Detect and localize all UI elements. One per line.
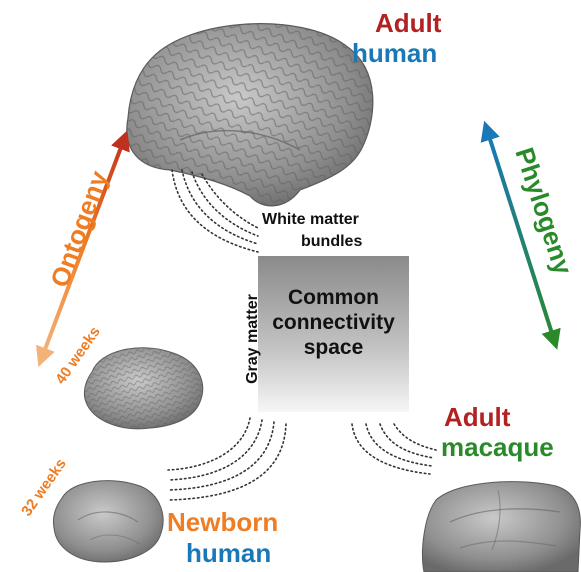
newborn-human-label-line-1: Newborn: [167, 509, 278, 535]
adult-human-label-line-2: human: [352, 40, 437, 66]
white-matter-label-line-1: White matter: [262, 212, 359, 228]
white-matter-label-line-2: bundles: [301, 234, 362, 250]
adult-human-label-line-1: Adult: [375, 10, 441, 36]
adult-macaque-label-line-1: Adult: [444, 404, 510, 430]
newborn-human-label-line-2: human: [186, 540, 271, 566]
common-space-line-2: connectivity: [258, 311, 409, 336]
newborn-32-weeks-brain: [53, 481, 163, 562]
dotted-bundles-macaque: [352, 424, 436, 474]
adult-human-brain: [127, 24, 373, 206]
common-connectivity-space-box: Common connectivity space: [258, 256, 409, 412]
common-space-line-3: space: [258, 336, 409, 361]
common-space-line-1: Common: [258, 286, 409, 311]
common-space-label: Common connectivity space: [258, 286, 409, 360]
adult-macaque-label-line-2: macaque: [441, 434, 554, 460]
gray-matter-label: Gray matter: [245, 280, 261, 398]
newborn-40-weeks-brain: [84, 348, 202, 429]
dotted-bundles-newborn: [168, 418, 286, 500]
macaque-brain: [423, 482, 581, 572]
